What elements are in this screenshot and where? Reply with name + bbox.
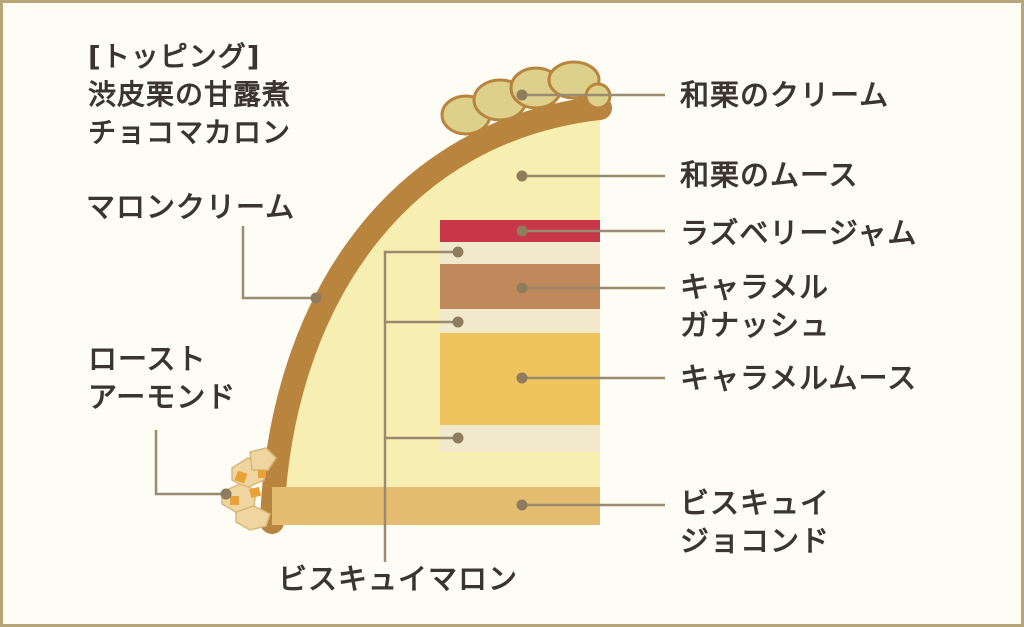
label-roast-almond-line-1: ロースト bbox=[88, 342, 207, 376]
cream-band-middle bbox=[440, 309, 600, 333]
label-biscuit-joconde-line-2: ジョコンド bbox=[680, 524, 831, 558]
label-caramel-ganache-line-1: キャラメル bbox=[680, 270, 830, 304]
label-biscuit-joconde-line-1: ビスキュイ bbox=[680, 486, 831, 520]
leader-marron-cream bbox=[241, 226, 316, 300]
cream-band-upper bbox=[440, 242, 600, 264]
label-caramel-mousse: キャラメルムース bbox=[680, 359, 917, 397]
label-caramel-ganache: キャラメル ガナッシュ bbox=[680, 268, 830, 344]
label-topping-line-1: [トッピング] bbox=[88, 40, 261, 73]
label-waguri-mousse-line-1: 和栗のムース bbox=[680, 158, 859, 192]
label-roast-almond-line-2: アーモンド bbox=[88, 380, 237, 414]
label-biscuit-marron: ビスキュイマロン bbox=[278, 560, 518, 598]
label-waguri-cream-line-1: 和栗のクリーム bbox=[680, 78, 890, 112]
label-caramel-ganache-line-2: ガナッシュ bbox=[680, 308, 831, 342]
cream-band-lower bbox=[440, 425, 600, 452]
label-roast-almond: ロースト アーモンド bbox=[88, 340, 236, 416]
label-raspberry-jam: ラズベリージャム bbox=[680, 214, 917, 252]
label-marron-cream: マロンクリーム bbox=[86, 188, 295, 226]
label-waguri-cream: 和栗のクリーム bbox=[680, 76, 889, 114]
leader-biscuit-marron bbox=[383, 250, 458, 562]
label-topping: [トッピング] 渋皮栗の甘露煮 チョコマカロン bbox=[88, 38, 291, 152]
label-raspberry-jam-line-1: ラズベリージャム bbox=[680, 216, 918, 250]
label-biscuit-joconde: ビスキュイ ジョコンド bbox=[680, 484, 830, 560]
label-marron-cream-line-1: マロンクリーム bbox=[86, 190, 296, 224]
leader-dots bbox=[220, 89, 528, 511]
label-biscuit-marron-line-1: ビスキュイマロン bbox=[278, 562, 519, 596]
label-waguri-mousse: 和栗のムース bbox=[680, 156, 859, 194]
label-caramel-mousse-line-1: キャラメルムース bbox=[680, 361, 918, 395]
leader-roast-almond bbox=[154, 430, 226, 496]
marron-cream-layer bbox=[260, 96, 612, 534]
label-topping-line-3: チョコマカロン bbox=[88, 116, 292, 149]
leader-lines bbox=[154, 93, 665, 562]
label-topping-line-2: 渋皮栗の甘露煮 bbox=[88, 78, 292, 111]
almond-bits bbox=[230, 470, 266, 505]
